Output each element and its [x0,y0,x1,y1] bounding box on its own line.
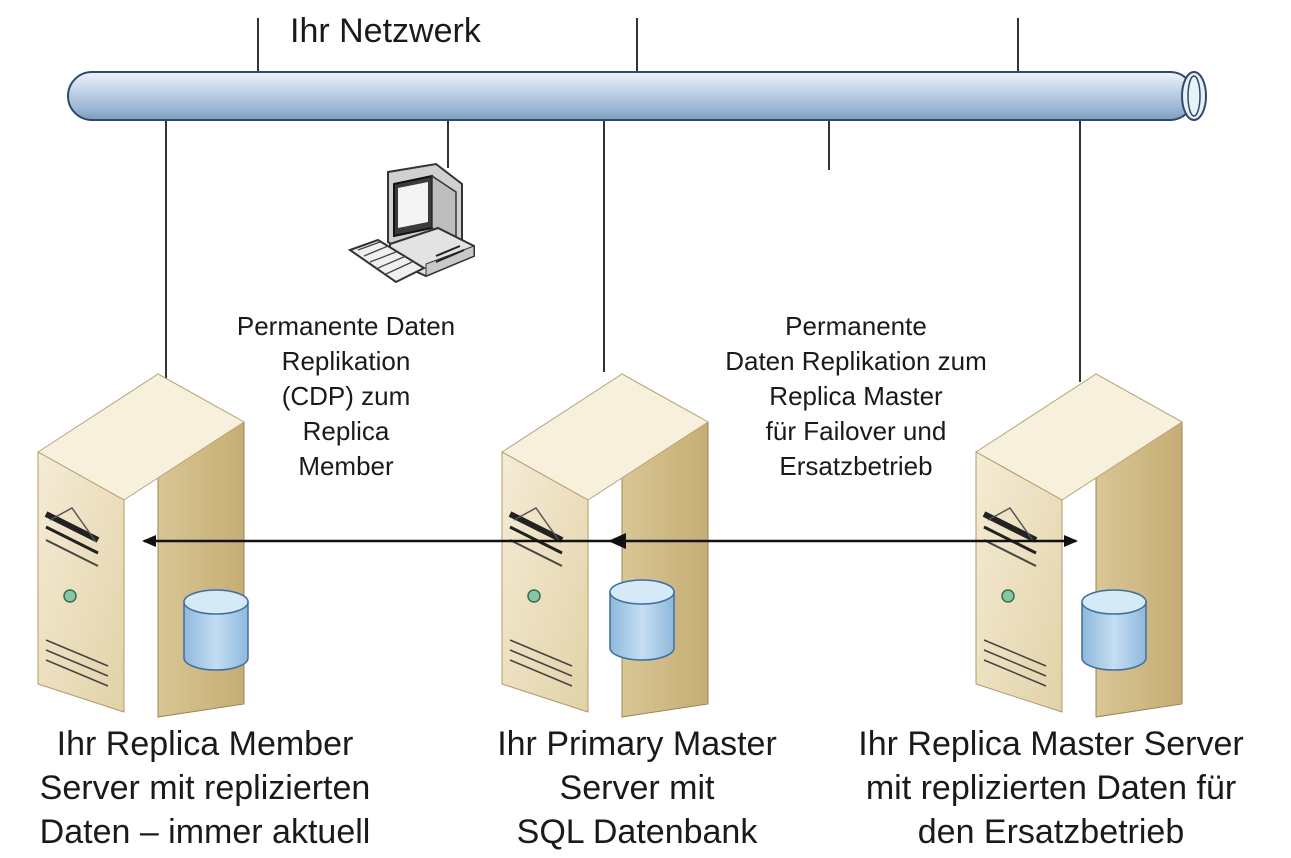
annotation-line: (CDP) zum [281,381,411,411]
annotation-line: Replica Master [769,381,943,411]
caption-line: Ihr Primary Master [497,725,777,763]
annotation-cdp-master: Permanente Daten Replikation zum Replica… [686,309,1026,484]
database-icon [609,579,675,661]
server-primary-master [502,374,708,717]
caption-line: SQL Datenbank [516,813,758,851]
annotation-line: für Failover und [765,416,947,446]
database-icon [1081,589,1147,671]
database-icon [183,589,249,671]
workstation-icon [347,162,475,284]
caption-line: mit replizierten Daten für [865,769,1237,807]
annotation-line: Permanente [785,311,927,341]
caption-line: den Ersatzbetrieb [917,813,1185,851]
caption-line: Server mit replizierten [39,769,371,807]
caption-line: Ihr Replica Member [56,725,354,763]
annotation-line: Ersatzbetrieb [779,451,933,481]
annotation-line: Permanente Daten [236,311,456,341]
annotation-cdp-member: Permanente Daten Replikation (CDP) zum R… [222,309,470,484]
network-title: Ihr Netzwerk [290,12,481,50]
annotation-line: Replica [302,416,390,446]
caption-replica-member: Ihr Replica Member Server mit repliziert… [0,722,410,854]
caption-line: Ihr Replica Master Server [858,725,1244,763]
network-pipe [67,71,1207,121]
caption-line: Daten – immer aktuell [39,813,371,851]
server-replica-member [38,374,249,717]
caption-primary-master: Ihr Primary Master Server mit SQL Datenb… [452,722,822,854]
annotation-line: Member [298,451,394,481]
annotation-line: Daten Replikation zum [725,346,987,376]
caption-replica-master: Ihr Replica Master Server mit repliziert… [826,722,1276,854]
replication-arrow-head-primary [608,533,626,549]
annotation-line: Replikation [281,346,411,376]
caption-line: Server mit [559,769,715,807]
